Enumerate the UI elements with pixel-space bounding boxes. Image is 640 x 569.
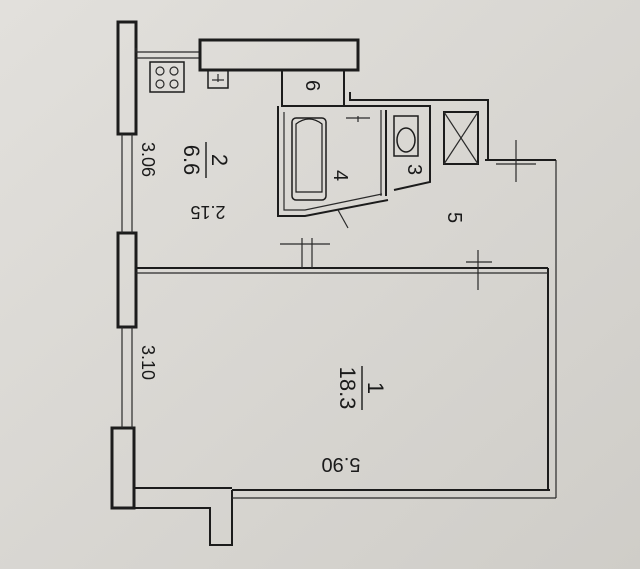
partition-room1 [136, 250, 548, 290]
window-lower [121, 327, 133, 428]
dim-room2-length: 2.15 [190, 202, 225, 222]
bathtub-icon [291, 117, 327, 201]
room1-area: 18.3 [335, 367, 360, 410]
entry-door [496, 140, 536, 182]
dim-room2-width: 3.06 [138, 142, 158, 177]
room5-number: 5 [443, 212, 465, 223]
stove-icon [149, 61, 185, 93]
bath-door-mark [337, 209, 349, 229]
room3-number: 3 [403, 164, 425, 175]
room4-number: 4 [329, 170, 351, 181]
right-wall [485, 159, 557, 498]
bathroom-block [277, 92, 489, 217]
room2-label: 2 6.6 [179, 142, 232, 178]
room1-label: 1 18.3 [335, 366, 388, 410]
door-room2 [280, 238, 330, 268]
room2-number: 2 [207, 154, 232, 166]
room6-shaft [281, 69, 345, 107]
kitchen-counter [198, 38, 360, 89]
kitchen-top-wall [135, 48, 200, 59]
room1-number: 1 [363, 382, 388, 394]
window-upper [121, 134, 133, 233]
vent-shaft-icon [443, 111, 479, 165]
left-wall [110, 20, 138, 510]
room2-area: 6.6 [179, 145, 204, 176]
bottom-left-jog [112, 487, 233, 546]
room6-number: 6 [301, 80, 323, 91]
bottom-wall [232, 489, 556, 499]
dim-room1-length: 5.90 [322, 453, 361, 475]
dim-room1-width: 3.10 [138, 345, 158, 380]
toilet-icon [393, 115, 419, 157]
